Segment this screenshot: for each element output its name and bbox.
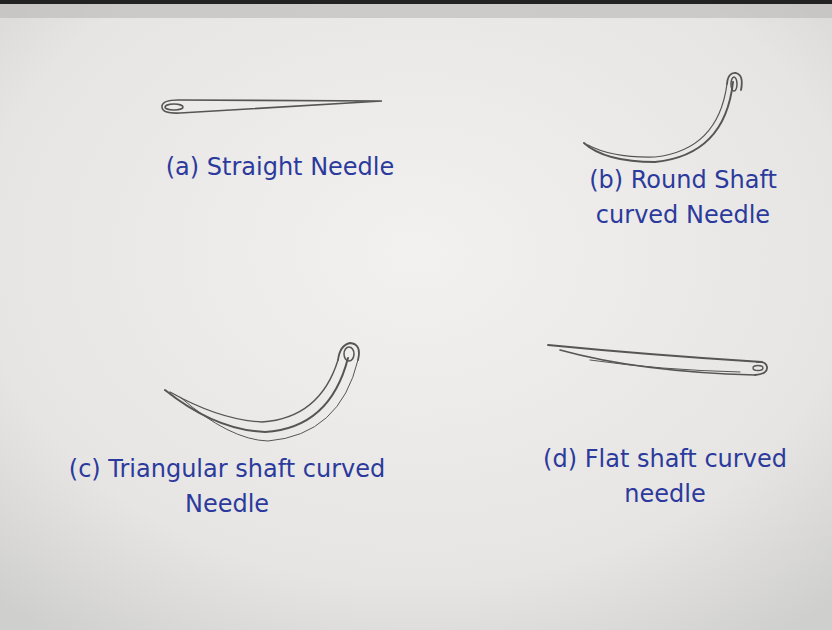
flat-curved-needle: [548, 345, 767, 375]
figure-caption: (c) Triangular shaft curved Needle: [62, 452, 392, 522]
top-edge: [0, 0, 832, 4]
figure-caption: (b) Round Shaft curved Needle: [548, 163, 818, 233]
figure-caption: (a) Straight Needle: [120, 150, 440, 185]
round-curved-needle: [584, 73, 742, 162]
top-shadow: [0, 4, 832, 18]
straight-needle: [162, 100, 382, 113]
figure-caption: (d) Flat shaft curved needle: [520, 442, 810, 512]
triangular-curved-needle: [165, 343, 359, 441]
